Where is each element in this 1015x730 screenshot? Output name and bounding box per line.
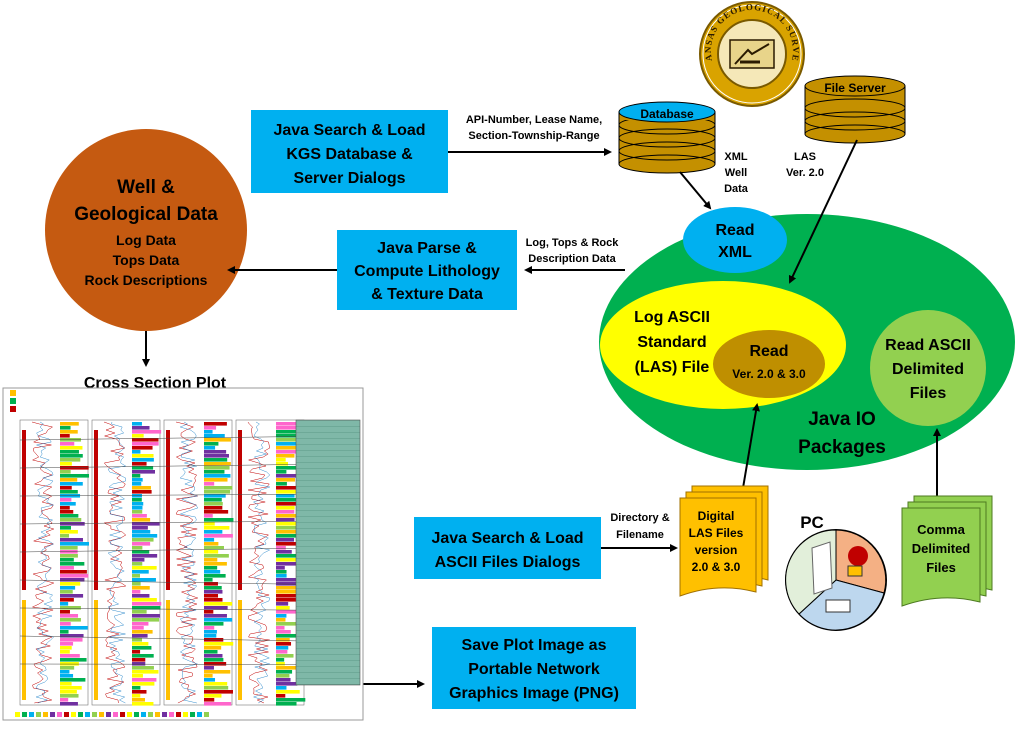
well-item-log: Log Data xyxy=(116,232,176,248)
parse-label-line-1: Log, Tops & Rock xyxy=(526,237,620,249)
parse-line-3: & Texture Data xyxy=(371,286,483,303)
file-server-label: File Server xyxy=(824,81,886,95)
parse-line-1: Java Parse & xyxy=(377,240,477,257)
database-cylinder: Database xyxy=(618,101,716,174)
well-item-rock: Rock Descriptions xyxy=(85,272,208,288)
las-label: LAS Ver. 2.0 xyxy=(786,151,824,179)
directory-label-line-2: Filename xyxy=(616,529,664,541)
well-title-1: Well & xyxy=(117,177,175,198)
parse-box: Java Parse & Compute Lithology & Texture… xyxy=(337,230,517,310)
well-item-tops: Tops Data xyxy=(113,252,180,268)
digital-files-line-4: 2.0 & 3.0 xyxy=(692,560,741,574)
well-title-2: Geological Data xyxy=(74,204,218,225)
read-xml-ellipse: Read XML xyxy=(683,207,787,273)
xml-label-line-1: XML xyxy=(724,151,748,163)
save-plot-line-3: Graphics Image (PNG) xyxy=(449,685,619,702)
save-plot-box: Save Plot Image as Portable Network Grap… xyxy=(432,627,636,709)
comma-files-line-1: Comma xyxy=(917,522,965,537)
read-ascii-line-2: Delimited xyxy=(892,361,964,378)
digital-files-line-3: version xyxy=(695,543,738,557)
read-las-ellipse: Read Ver. 2.0 & 3.0 xyxy=(713,330,825,398)
arrow-fileserver-to-las xyxy=(788,139,858,284)
xml-label-line-3: Data xyxy=(724,183,749,195)
xml-label-line-2: Well xyxy=(725,167,747,179)
xml-label: XML Well Data xyxy=(724,151,749,195)
las-file-line-3: (LAS) File xyxy=(635,359,710,376)
pc-label: PC xyxy=(800,513,824,532)
parse-data-label: Log, Tops & Rock Description Data xyxy=(526,237,620,265)
database-label: Database xyxy=(640,107,694,121)
query-label: API-Number, Lease Name, Section-Township… xyxy=(466,114,602,142)
kgs-seal-logo: KANSAS GEOLOGICAL SURVEY xyxy=(0,0,805,107)
read-ascii-circle: Read ASCII Delimited Files xyxy=(870,310,986,426)
cross-section-plot-image xyxy=(2,387,364,721)
file-server-cylinder: File Server xyxy=(804,75,906,144)
comma-files-line-3: Files xyxy=(926,560,956,575)
read-xml-line-2: XML xyxy=(718,244,752,261)
read-ascii-line-3: Files xyxy=(910,385,947,402)
read-las-line-2: Ver. 2.0 & 3.0 xyxy=(732,367,806,381)
las-file-line-2: Standard xyxy=(637,334,706,351)
query-label-line-2: Section-Township-Range xyxy=(468,130,599,142)
digital-files-line-2: LAS Files xyxy=(689,526,744,540)
arrow-database-to-read-xml xyxy=(679,171,712,210)
parse-line-2: Compute Lithology xyxy=(354,263,500,280)
seal-text: KANSAS GEOLOGICAL SURVEY xyxy=(0,0,800,63)
directory-label: Directory & Filename xyxy=(610,512,669,541)
read-ascii-line-1: Read ASCII xyxy=(885,337,971,354)
ascii-search-line-1: Java Search & Load xyxy=(431,530,583,547)
directory-label-line-1: Directory & xyxy=(610,512,669,524)
comma-delimited-files-stack: Comma Delimited Files xyxy=(901,495,993,607)
parse-label-line-2: Description Data xyxy=(528,253,616,265)
las-label-line-1: LAS xyxy=(794,151,816,163)
java-io-line-2: Packages xyxy=(798,437,886,458)
ascii-search-line-2: ASCII Files Dialogs xyxy=(435,554,581,571)
digital-files-line-1: Digital xyxy=(698,509,735,523)
read-las-line-1: Read xyxy=(749,343,788,360)
save-plot-line-1: Save Plot Image as xyxy=(462,637,607,654)
well-geological-data-circle: Well & Geological Data Log Data Tops Dat… xyxy=(45,129,247,331)
kgs-search-line-3: Server Dialogs xyxy=(293,170,405,187)
kgs-search-line-2: KGS Database & xyxy=(286,146,413,163)
java-io-line-1: Java IO xyxy=(808,409,876,430)
ascii-search-box: Java Search & Load ASCII Files Dialogs xyxy=(414,517,601,579)
read-xml-line-1: Read xyxy=(715,222,754,239)
comma-files-line-2: Delimited xyxy=(912,541,971,556)
digital-las-files-stack: Digital LAS Files version 2.0 & 3.0 xyxy=(679,485,769,597)
las-label-line-2: Ver. 2.0 xyxy=(786,167,824,179)
save-plot-line-2: Portable Network xyxy=(468,661,600,678)
connector-arrows xyxy=(142,139,941,688)
arrow-files-to-read-las xyxy=(742,403,760,489)
las-file-line-1: Log ASCII xyxy=(634,309,710,326)
kgs-search-line-1: Java Search & Load xyxy=(273,122,425,139)
svg-text:KANSAS GEOLOGICAL SURVEY: KANSAS GEOLOGICAL SURVEY xyxy=(0,0,801,63)
pc-icon xyxy=(785,529,887,631)
query-label-line-1: API-Number, Lease Name, xyxy=(466,114,602,126)
kgs-search-box: Java Search & Load KGS Database & Server… xyxy=(251,110,448,193)
